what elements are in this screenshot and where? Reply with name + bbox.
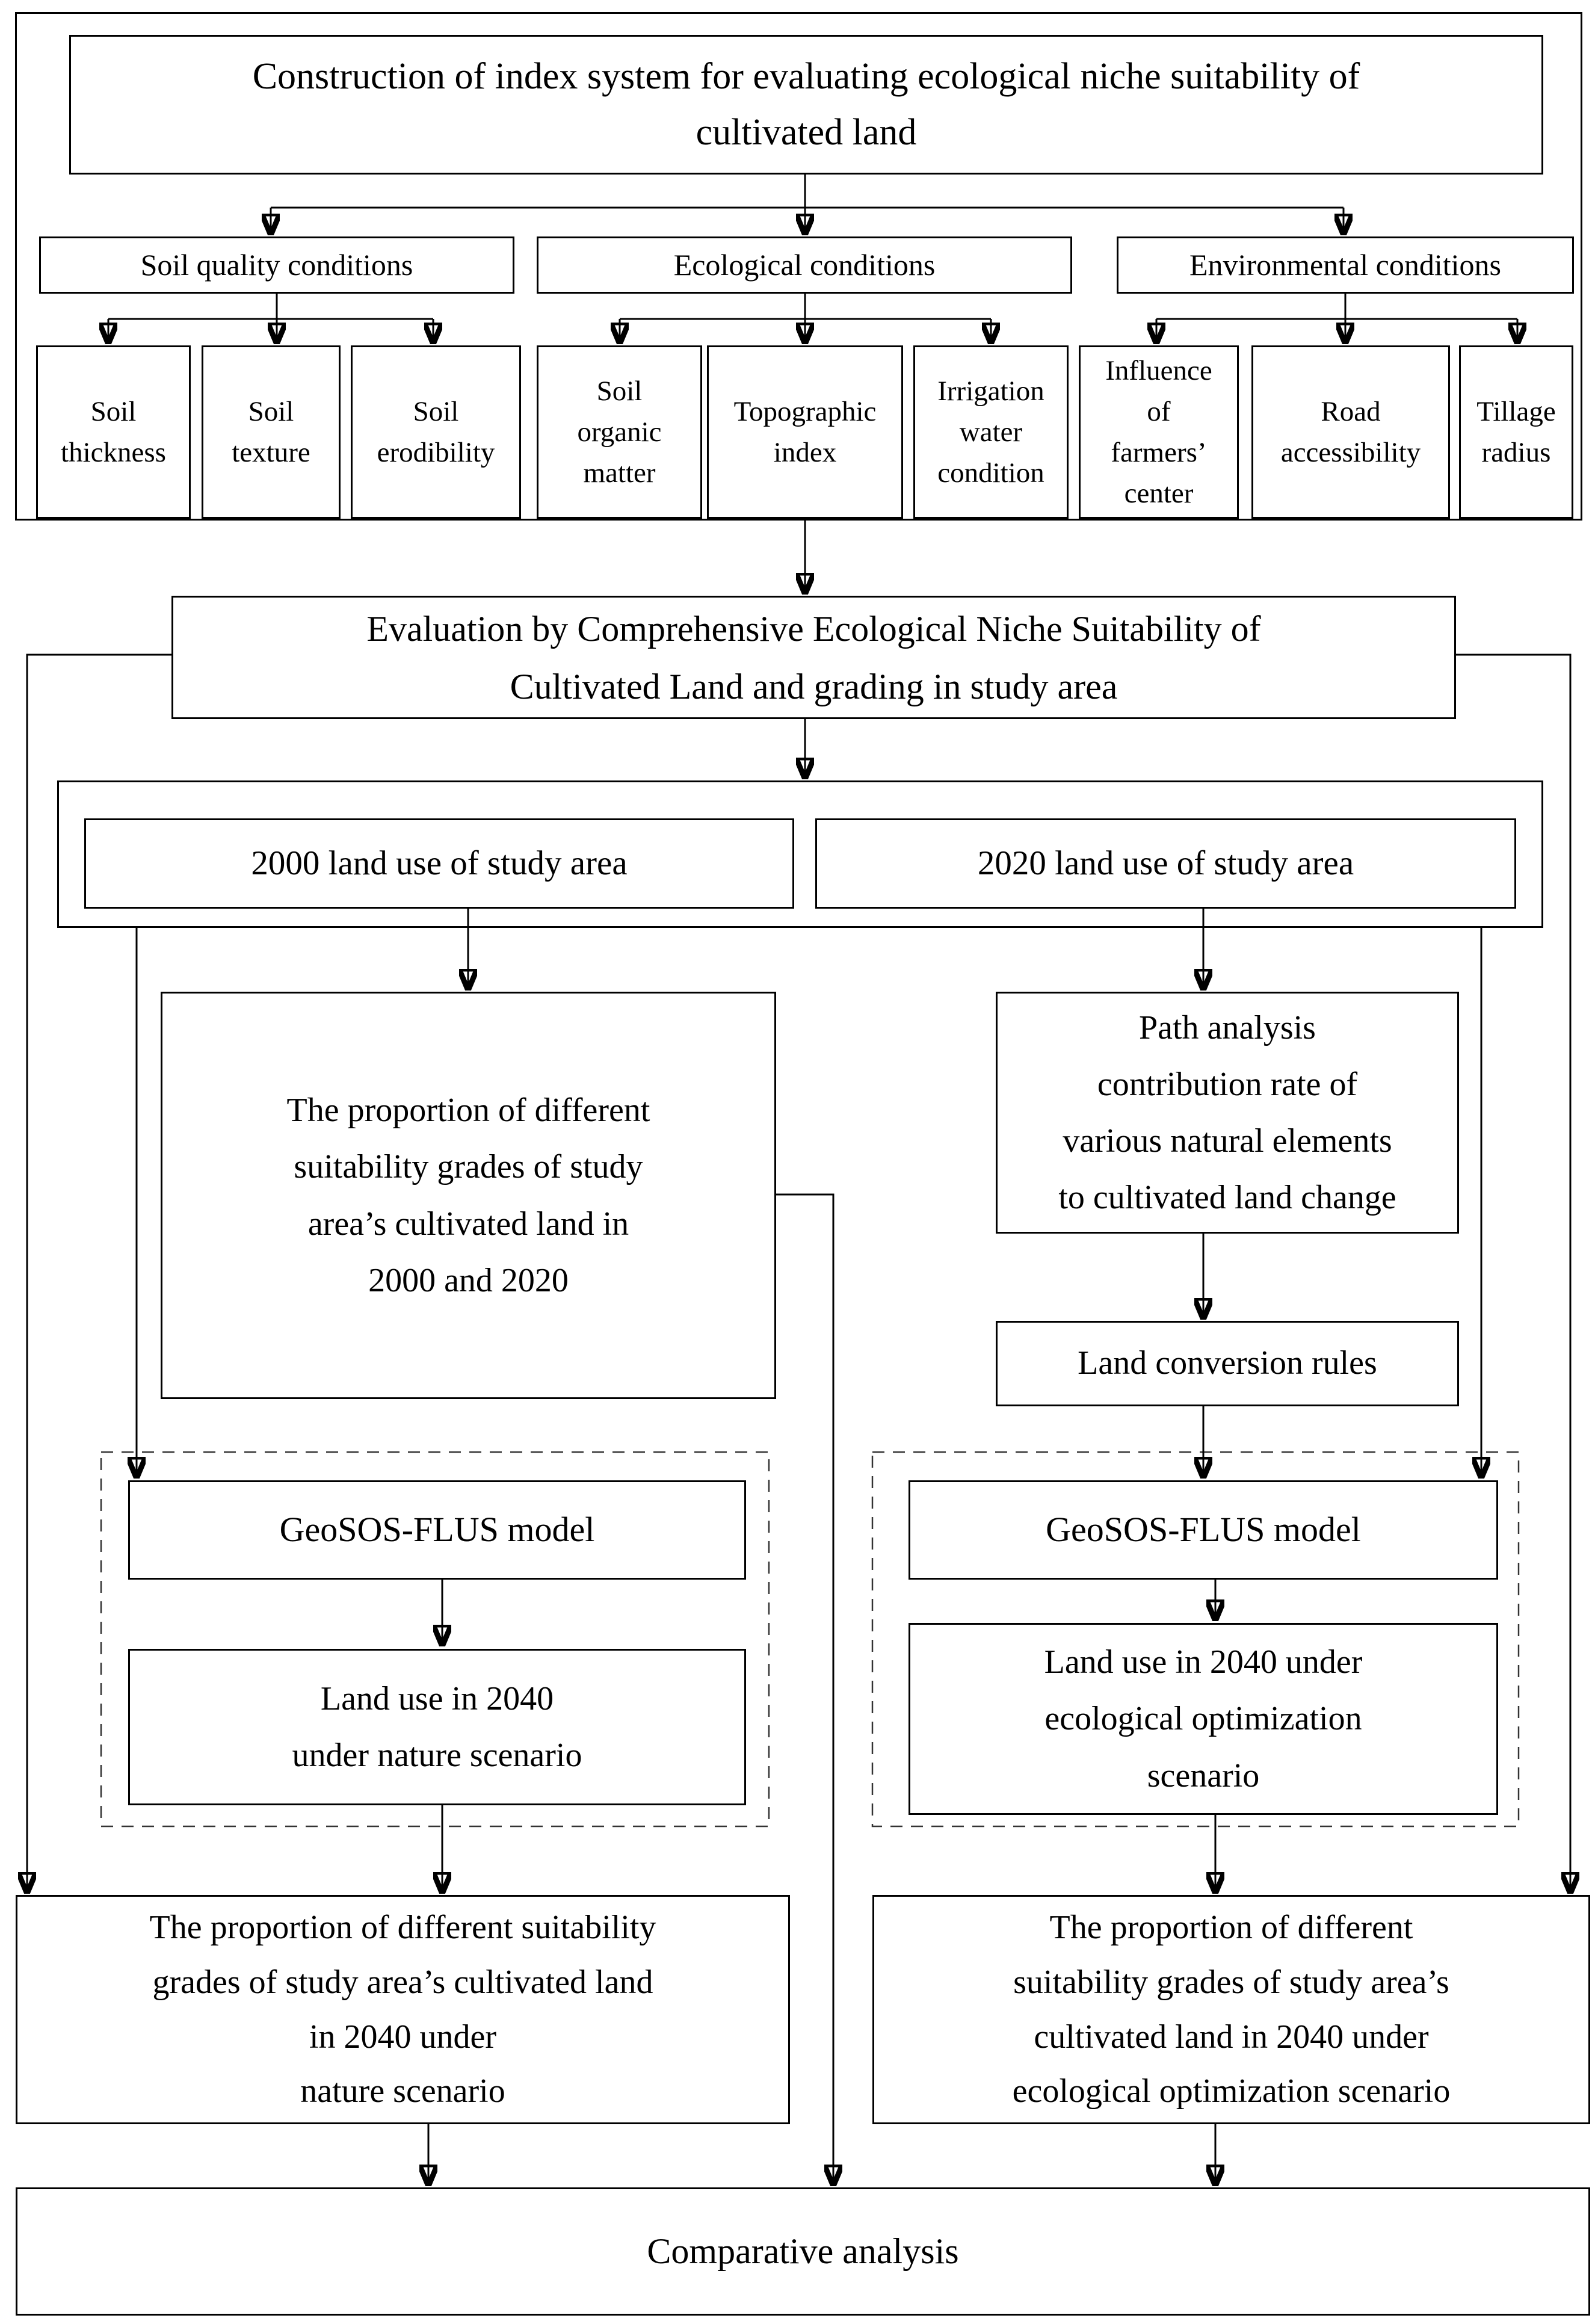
condition-environmental: Environmental conditions xyxy=(1117,236,1574,294)
geosos-flus-model-nature: GeoSOS-FLUS model xyxy=(128,1480,746,1580)
landuse-container xyxy=(57,780,1543,928)
indicator-soil-texture: Soil texture xyxy=(202,345,341,519)
nature-scenario-dashed-frame xyxy=(100,1451,770,1828)
condition-ecological: Ecological conditions xyxy=(537,236,1072,294)
index-system-title: Construction of index system for evaluat… xyxy=(69,35,1543,175)
indicator-soil-organic-matter: Soil organic matter xyxy=(537,345,702,519)
index-system-container xyxy=(15,12,1582,521)
indicator-road-accessibility: Road accessibility xyxy=(1251,345,1450,519)
geosos-flus-model-ecological: GeoSOS-FLUS model xyxy=(909,1480,1498,1580)
land-conversion-rules-box: Land conversion rules xyxy=(996,1321,1459,1406)
rail-evaluation-to-left-proportion-2040 xyxy=(27,654,171,1892)
indicator-influence-farmers-center: Influence of farmers’ center xyxy=(1079,345,1239,519)
connector-soil-quality-split xyxy=(108,294,433,320)
connector-ecological-split xyxy=(620,294,991,320)
indicator-tillage-radius: Tillage radius xyxy=(1459,345,1573,519)
rail-proportion-to-comparative xyxy=(776,1193,833,2184)
landuse-2040-nature-box: Land use in 2040 under nature scenario xyxy=(128,1649,746,1805)
proportion-2040-ecological-box: The proportion of different suitability … xyxy=(872,1895,1590,2124)
rail-evaluation-to-right-proportion-2040 xyxy=(1456,654,1570,1892)
indicator-soil-erodibility: Soil erodibility xyxy=(351,345,521,519)
connector-title-split xyxy=(271,175,1344,209)
landuse-2020-box: 2020 land use of study area xyxy=(815,818,1516,909)
indicator-irrigation-water-condition: Irrigation water condition xyxy=(913,345,1069,519)
indicator-topographic-index: Topographic index xyxy=(707,345,903,519)
landuse-2040-ecological-box: Land use in 2040 under ecological optimi… xyxy=(909,1623,1498,1815)
proportion-2000-2020-box: The proportion of different suitability … xyxy=(161,992,776,1399)
indicator-soil-thickness: Soil thickness xyxy=(36,345,191,519)
landuse-2000-box: 2000 land use of study area xyxy=(84,818,794,909)
connector-environmental-split xyxy=(1156,294,1517,320)
path-analysis-box: Path analysis contribution rate of vario… xyxy=(996,992,1459,1234)
evaluation-box: Evaluation by Comprehensive Ecological N… xyxy=(171,596,1456,719)
comparative-analysis-box: Comparative analysis xyxy=(16,2187,1590,2316)
proportion-2040-nature-box: The proportion of different suitability … xyxy=(16,1895,790,2124)
condition-soil-quality: Soil quality conditions xyxy=(39,236,514,294)
